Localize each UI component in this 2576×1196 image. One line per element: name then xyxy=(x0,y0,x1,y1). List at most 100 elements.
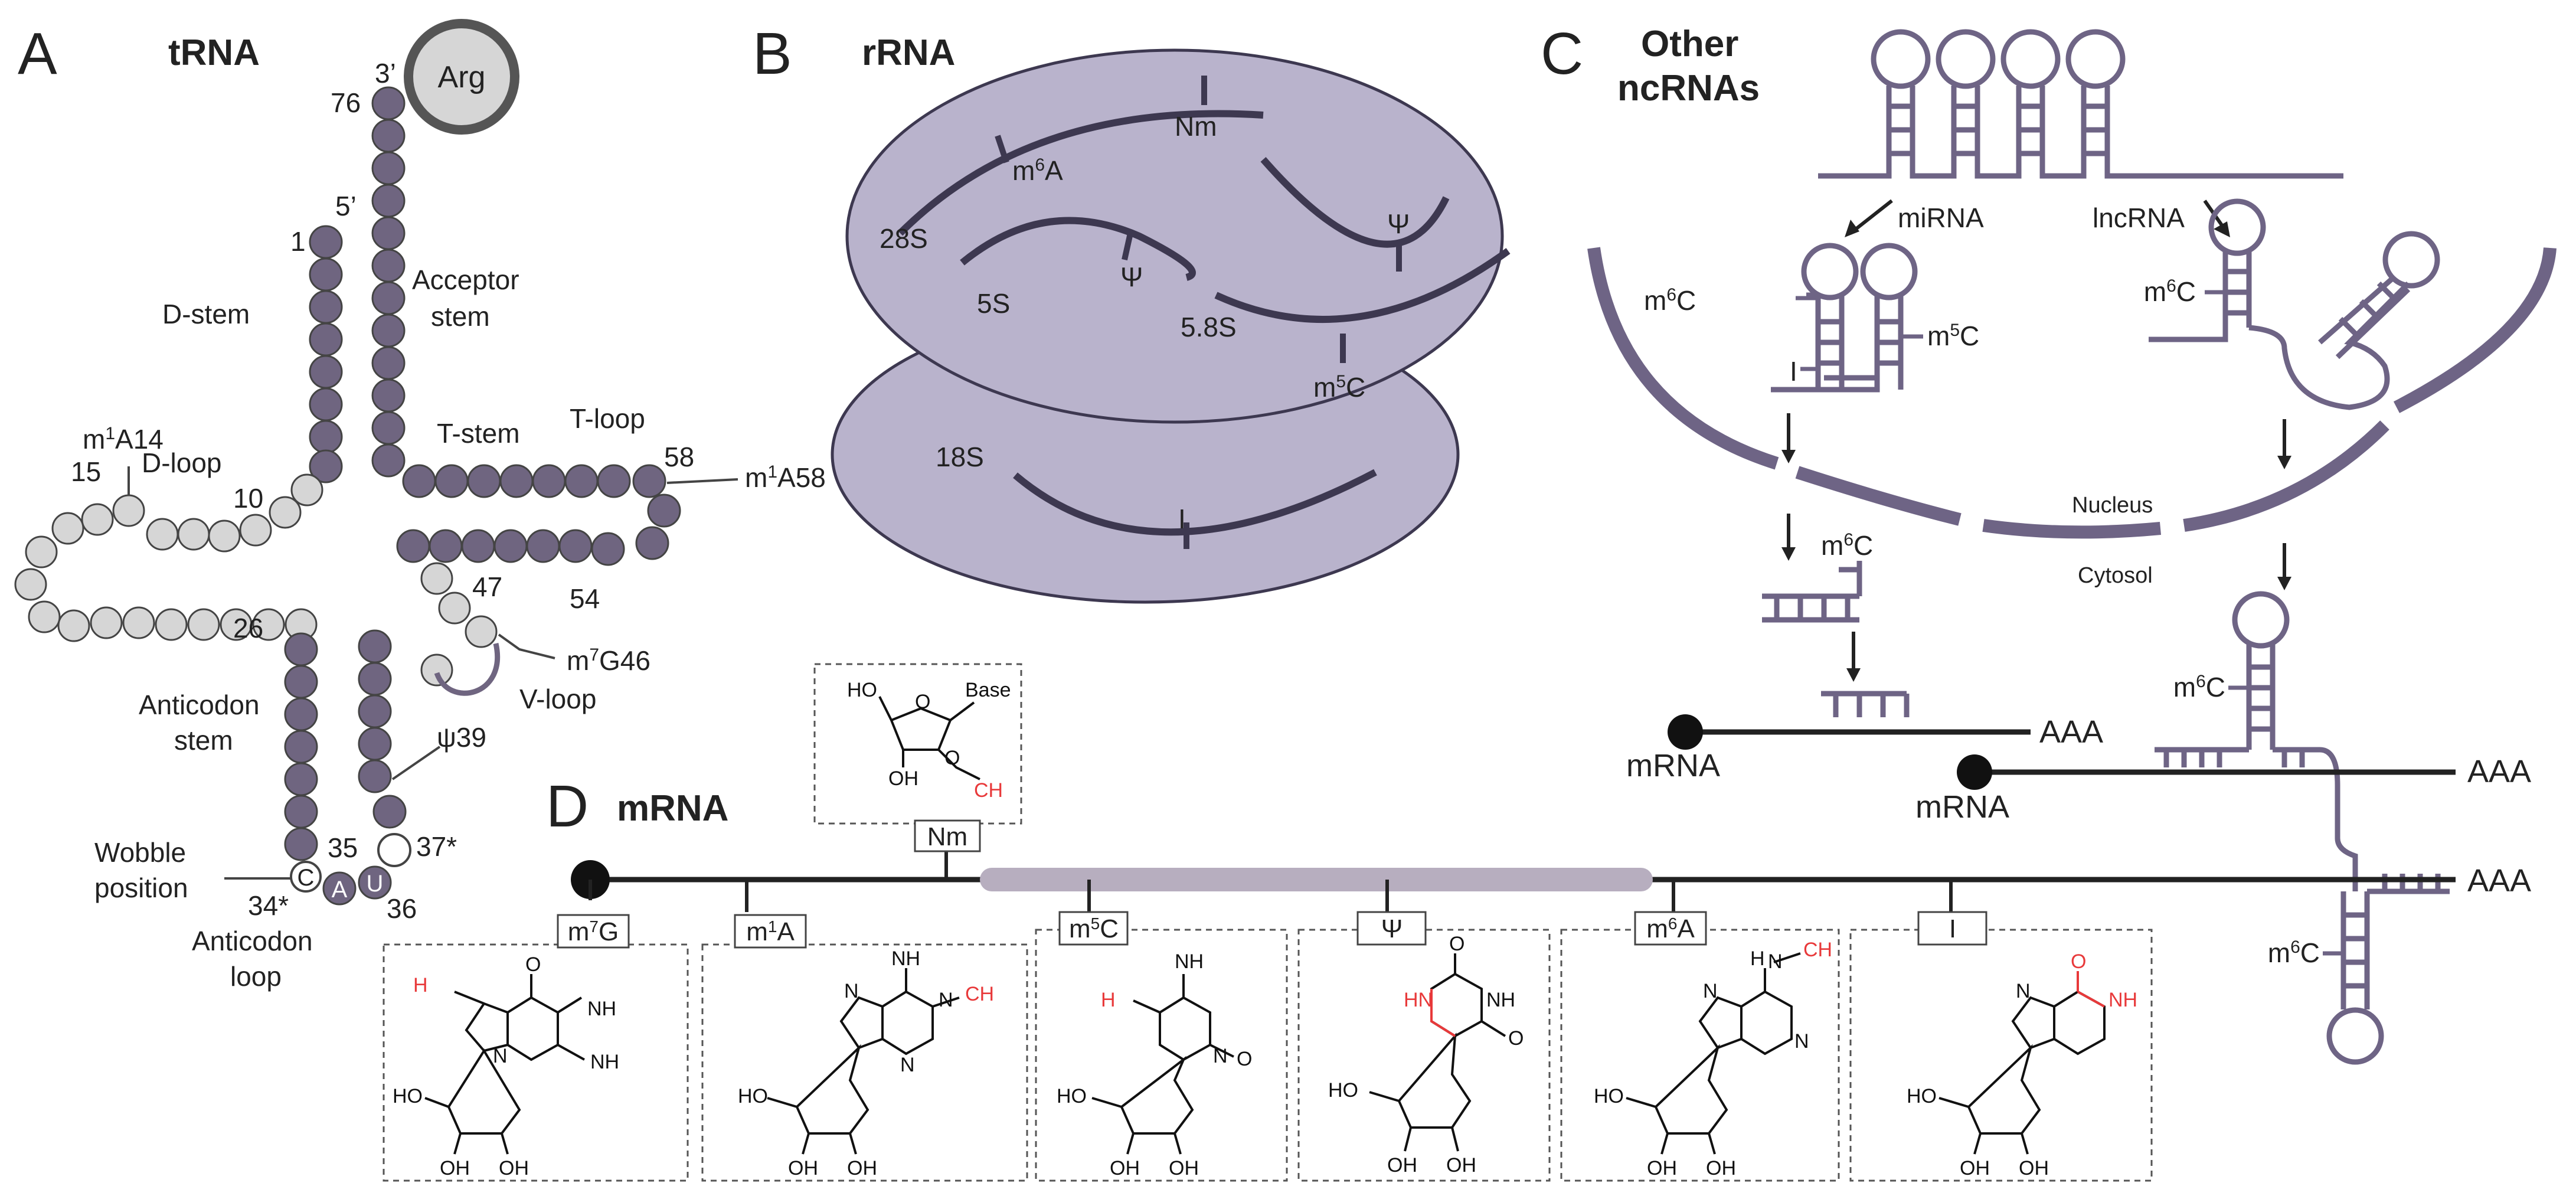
rrna-18s-strand xyxy=(1013,469,1377,536)
m1a58-pointer xyxy=(666,478,738,484)
psi39-pointer xyxy=(391,746,441,780)
mirna-bound xyxy=(1821,691,1910,717)
psi-oh2: OH xyxy=(1446,1154,1476,1177)
panel-a-letter: A xyxy=(18,21,57,87)
nucleotide xyxy=(284,827,318,861)
num-47: 47 xyxy=(472,571,502,602)
nucleotide xyxy=(493,529,528,563)
m1a58-label: m1A58 xyxy=(745,462,826,493)
psi-label-box xyxy=(1356,911,1427,946)
nucleotide xyxy=(371,86,406,120)
lncrna-cyt-m6c-label: m6C xyxy=(2173,672,2225,702)
mrna-2-polya: AAA xyxy=(2467,754,2531,789)
m6a-ho: HO xyxy=(1594,1085,1624,1107)
nucleotide xyxy=(269,496,302,529)
mirna-label: miRNA xyxy=(1898,202,1984,233)
nucleotide xyxy=(177,518,210,551)
nucleotide xyxy=(284,632,318,666)
mirna-hairpins-nucleus xyxy=(1771,243,1918,393)
nucleotide xyxy=(57,609,90,642)
nucleotide xyxy=(632,464,666,498)
nucleotide xyxy=(635,526,669,560)
nucleotide xyxy=(309,449,343,483)
inosine-label-box xyxy=(1917,911,1987,946)
m6a-n: N xyxy=(1768,950,1783,973)
inosine-n: N xyxy=(2016,980,2031,1002)
nm-base: Base xyxy=(965,679,1011,701)
anticodon-stem-right xyxy=(358,629,411,867)
m5c-n: N xyxy=(1213,1045,1228,1067)
end-5-prime: 5’ xyxy=(335,191,357,221)
panel-b: B rRNA 28S m6A Nm 5S Ψ Ψ 5.8S m5C 18S I xyxy=(753,21,1511,604)
mrna-main-polya: AAA xyxy=(2467,863,2531,898)
psi-oh1: OH xyxy=(1387,1154,1417,1177)
duplex-m6c-label: m6C xyxy=(1821,530,1873,561)
m5c-structure-box xyxy=(1035,929,1288,1182)
amino-acid-label: Arg xyxy=(438,60,486,94)
m7g-structure-box xyxy=(383,943,689,1182)
num-10: 10 xyxy=(233,483,263,514)
nucleotide xyxy=(14,568,47,601)
lncrna-arrowhead xyxy=(2214,221,2230,237)
nucleotide xyxy=(532,464,566,498)
lncrna-cytosol xyxy=(2155,591,2450,1065)
precursor-hairpins xyxy=(1818,29,2343,179)
nm-o2: O xyxy=(944,747,960,769)
anticodon-c xyxy=(290,861,322,893)
m6a-h: H xyxy=(1750,947,1765,970)
nucleotide-37 xyxy=(377,833,411,867)
nm-ch3: CH xyxy=(974,779,1003,802)
panel-b-letter: B xyxy=(753,21,792,87)
nucleotide xyxy=(461,529,495,563)
m7g-h3c: H xyxy=(413,974,428,996)
t-stem-top xyxy=(402,464,681,560)
d-loop-label: D-loop xyxy=(142,447,222,478)
nucleotide xyxy=(396,529,430,563)
anticodon-loop-label: Anticodon xyxy=(192,926,313,956)
inosine-nh: NH xyxy=(2108,989,2137,1011)
nucleotide xyxy=(591,532,625,566)
nucleotide xyxy=(358,662,392,696)
psi-label-1: Ψ xyxy=(1120,262,1143,292)
mrna-1-cap xyxy=(1668,714,1703,750)
v-loop-arc xyxy=(434,643,500,696)
nucleotide xyxy=(371,249,406,283)
nucleotide xyxy=(358,694,392,728)
m7g-n: N xyxy=(493,1045,508,1067)
m1a-n1: N xyxy=(939,989,953,1011)
nucleotide xyxy=(284,665,318,699)
m5c-h3c: H xyxy=(1101,989,1116,1011)
rrna-5s-strand xyxy=(960,217,1196,281)
nucleotide xyxy=(290,473,323,506)
m1a-oh2: OH xyxy=(847,1157,877,1179)
m6a-structure-box xyxy=(1560,929,1840,1182)
m6a-oh1: OH xyxy=(1647,1157,1677,1179)
panel-c-title-2: ncRNAs xyxy=(1617,68,1760,109)
m1a-ch: CH xyxy=(965,983,994,1005)
nucleotide xyxy=(28,600,61,633)
inosine-ho: HO xyxy=(1907,1085,1937,1107)
m7g-oh1: OH xyxy=(440,1157,470,1179)
nucleotide xyxy=(81,503,114,536)
psi-nh: NH xyxy=(1486,989,1515,1011)
m5c-o: O xyxy=(1237,1048,1252,1070)
nucleotide xyxy=(467,464,501,498)
num-58: 58 xyxy=(664,442,694,472)
rrna-58s-strand xyxy=(1214,248,1511,323)
inosine-oh1: OH xyxy=(1960,1157,1990,1179)
nucleotide xyxy=(358,759,392,793)
nucleotide xyxy=(284,697,318,731)
psi-tick-1 xyxy=(1122,232,1133,261)
num-76: 76 xyxy=(331,87,361,118)
rrna-28s-hook xyxy=(1260,157,1450,248)
nm-box-label: Nm xyxy=(927,822,967,851)
nucleotide xyxy=(371,443,406,478)
num-15: 15 xyxy=(71,456,101,487)
m5c-oh2: OH xyxy=(1169,1157,1199,1179)
d-stem-label: D-stem xyxy=(162,299,250,329)
anticodon-c-label: C xyxy=(298,865,315,891)
nucleotide xyxy=(309,420,343,454)
mirna-m6c-label: m6C xyxy=(1644,285,1696,316)
m6a-n3: N xyxy=(1794,1030,1809,1053)
nm-label: Nm xyxy=(1175,111,1217,142)
